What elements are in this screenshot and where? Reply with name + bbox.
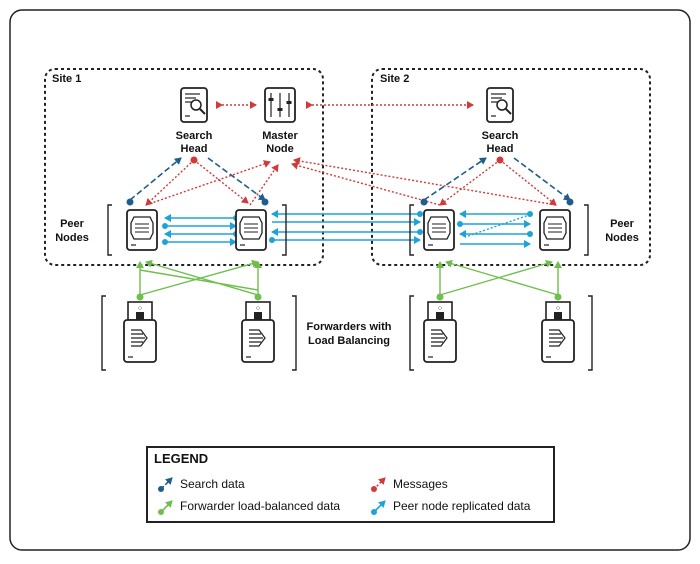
search-head-1-label-line1: Search — [176, 130, 213, 142]
outer-frame — [9, 9, 691, 551]
legend-title: LEGEND — [154, 451, 208, 466]
search-head-2-label-line1: Search — [482, 130, 519, 142]
site-1-label: Site 1 — [52, 73, 81, 85]
replication-connections — [164, 210, 533, 248]
site-1-box — [44, 68, 324, 266]
legend-search-data-label: Search data — [180, 477, 245, 491]
legend-forwarder-data-label: Forwarder load-balanced data — [180, 499, 340, 513]
legend: LEGEND Search data Forwarder load-balanc… — [146, 446, 555, 523]
antenna-icon: ⁘ — [137, 304, 144, 313]
legend-messages-icon — [371, 477, 386, 492]
peer-node-site2-b[interactable] — [539, 209, 571, 251]
master-node[interactable] — [264, 87, 296, 123]
search-head-1[interactable] — [180, 87, 208, 123]
message-connections — [145, 101, 557, 206]
slider-knob-icon — [268, 98, 274, 101]
peer-nodes-left-label-line2: Nodes — [55, 232, 89, 244]
forwarder-dots — [136, 293, 562, 301]
legend-replication-icon — [371, 500, 386, 515]
antenna-icon: ⁘ — [555, 304, 562, 313]
forward-arrow-icon — [249, 329, 266, 347]
legend-replication-label: Peer node replicated data — [393, 499, 531, 513]
search-head-1-label-line2: Head — [181, 143, 208, 155]
master-node-label-line2: Node — [266, 143, 294, 155]
peer-node-site1-a[interactable] — [126, 209, 158, 251]
legend-forwarder-data-icon — [158, 500, 173, 515]
forwarders-bracket-right — [409, 295, 593, 371]
forwarder-1[interactable]: ⁘ — [123, 301, 157, 363]
forwarder-3[interactable]: ⁘ — [423, 301, 457, 363]
forwarder-2[interactable]: ⁘ — [241, 301, 275, 363]
legend-search-data-icon — [158, 477, 173, 492]
forwarder-4[interactable]: ⁘ — [541, 301, 575, 363]
magnifier-icon — [190, 99, 202, 111]
search-head-2-label-line2: Head — [487, 143, 514, 155]
forwarder-connections — [136, 259, 562, 296]
search-head-2[interactable] — [486, 87, 514, 123]
peer-nodes-right-label-line1: Peer — [610, 218, 635, 230]
master-node-label-line1: Master — [262, 130, 298, 142]
forward-arrow-icon — [431, 329, 448, 347]
forward-arrow-icon — [131, 329, 148, 347]
search-data-connections — [129, 157, 571, 201]
peer-node-site2-a[interactable] — [423, 209, 455, 251]
peer-nodes-bracket-right — [409, 204, 589, 256]
message-dots — [190, 156, 504, 164]
peer-nodes-bracket-left — [107, 204, 287, 256]
search-data-dots — [126, 198, 574, 206]
site-2-label: Site 2 — [380, 73, 409, 85]
forwarders-label-line1: Forwarders with — [307, 321, 392, 333]
forwarders-label-line2: Load Balancing — [308, 335, 390, 347]
site-2-box — [371, 68, 651, 266]
magnifier-icon — [496, 99, 508, 111]
antenna-icon: ⁘ — [255, 304, 262, 313]
legend-messages-label: Messages — [393, 477, 448, 491]
forward-arrow-icon — [549, 329, 566, 347]
forwarders-bracket-left — [101, 295, 297, 371]
peer-nodes-left-label-line1: Peer — [60, 218, 85, 230]
antenna-icon: ⁘ — [437, 304, 444, 313]
peer-node-site1-b[interactable] — [235, 209, 267, 251]
peer-nodes-right-label-line2: Nodes — [605, 232, 639, 244]
